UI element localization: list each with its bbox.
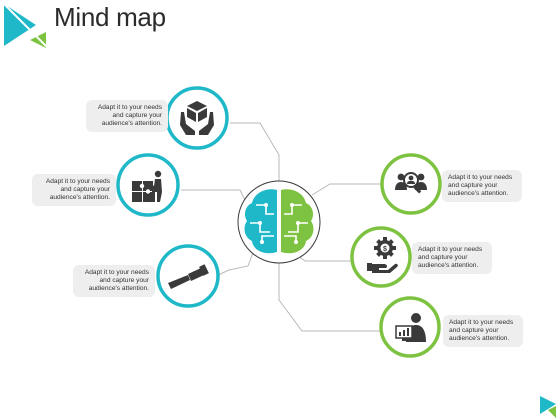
corner-logo-small-icon [540,396,556,418]
callout-node-4: Adapt it to your needs and capture your … [442,170,522,202]
node-5: $ [350,226,412,288]
corner-logo-icon [0,0,55,55]
puzzle-person-icon [132,170,162,202]
brain-icon [244,189,314,254]
page-title: Mind map [54,2,166,32]
callout-node-5: Adapt it to your needs and capture your … [412,242,492,274]
callout-node-3: Adapt it to your needs and capture your … [73,265,155,297]
node-3 [156,244,220,308]
callout-node-1: Adapt it to your needs and capture your … [86,100,168,132]
node-6 [379,296,441,358]
telescope-icon [168,264,209,289]
callout-node-2: Adapt it to your needs and capture your … [32,174,116,206]
node-1 [165,86,229,150]
presenter-chart-icon [395,313,426,342]
gear-dollar-hand-icon: $ [367,237,398,273]
callout-node-6: Adapt it to your needs and capture your … [443,315,523,347]
team-search-icon [395,172,427,194]
svg-text:$: $ [383,246,387,253]
hands-cube-icon [180,101,214,135]
node-4 [380,153,442,215]
node-2 [116,153,180,217]
